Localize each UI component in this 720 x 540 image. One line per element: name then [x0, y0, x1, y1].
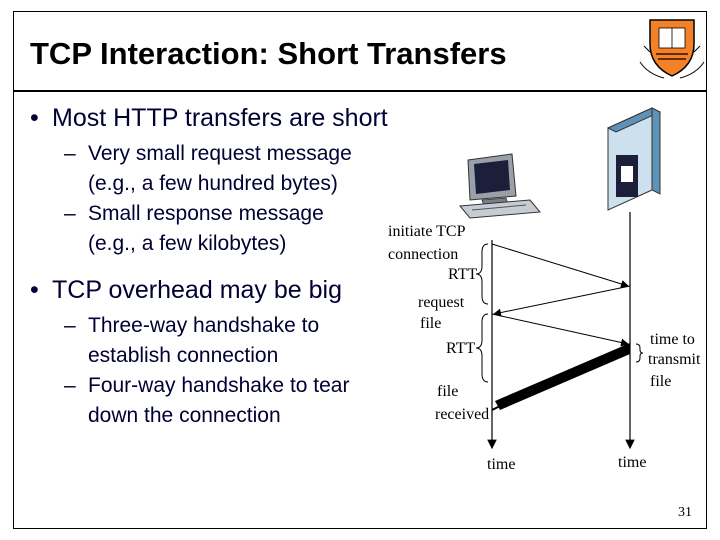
bullet-2: •TCP overhead may be big: [30, 276, 342, 304]
request-arrow: [491, 313, 629, 347]
rtt-label-1: RTT: [448, 266, 477, 283]
bullet-2-sub-1: –Three-way handshake to establish connec…: [64, 314, 320, 367]
sub-4-line-1: Four-way handshake to tear: [88, 374, 350, 397]
received-label-1: file: [437, 383, 458, 400]
bullet-1-sub-2: –Small response message (e.g., a few kil…: [64, 202, 324, 255]
bullet-1-text: Most HTTP transfers are short: [52, 104, 388, 132]
file-arrow-tip: [491, 405, 501, 411]
computer-icon: [459, 153, 541, 219]
transmit-brace: [635, 343, 644, 363]
rtt-label-2: RTT: [446, 340, 475, 357]
time-to-label-3: file: [650, 373, 671, 390]
request-label-1: request: [418, 294, 465, 311]
time-to-label-2: transmit: [648, 351, 701, 368]
bullet-1: •Most HTTP transfers are short: [30, 104, 388, 132]
request-label-2: file: [420, 315, 441, 332]
sub-1-line-1: Very small request message: [88, 142, 352, 165]
client-time-label: time: [487, 456, 515, 473]
title-divider: [13, 90, 707, 92]
initiate-label-2: connection: [388, 246, 458, 263]
rtt-brace-1: [475, 243, 489, 305]
rtt-brace-2: [475, 313, 489, 383]
syn-arrow: [491, 243, 629, 288]
sub-3-line-2: establish connection: [88, 344, 279, 367]
server-time-label: time: [618, 454, 646, 471]
file-transfer-band: [495, 343, 630, 410]
princeton-shield-logo: [639, 19, 705, 79]
received-label-2: received: [435, 406, 489, 423]
sub-1-line-2: (e.g., a few hundred bytes): [88, 172, 338, 195]
page-number: 31: [678, 505, 692, 520]
initiate-label-1: initiate TCP: [388, 223, 466, 240]
bullet-1-sub-1: –Very small request message (e.g., a few…: [64, 142, 352, 195]
slide-title: TCP Interaction: Short Transfers: [30, 36, 507, 71]
synack-arrow: [493, 285, 631, 317]
time-to-label-1: time to: [650, 331, 695, 348]
sub-3-line-1: Three-way handshake to: [88, 314, 320, 337]
server-icon: [606, 107, 662, 211]
sub-2-line-1: Small response message: [88, 202, 324, 225]
slide-frame: [13, 11, 707, 529]
sub-4-line-2: down the connection: [88, 404, 281, 427]
sub-2-line-2: (e.g., a few kilobytes): [88, 232, 287, 255]
bullet-2-sub-2: –Four-way handshake to tear down the con…: [64, 374, 350, 427]
bullet-2-text: TCP overhead may be big: [52, 276, 342, 304]
